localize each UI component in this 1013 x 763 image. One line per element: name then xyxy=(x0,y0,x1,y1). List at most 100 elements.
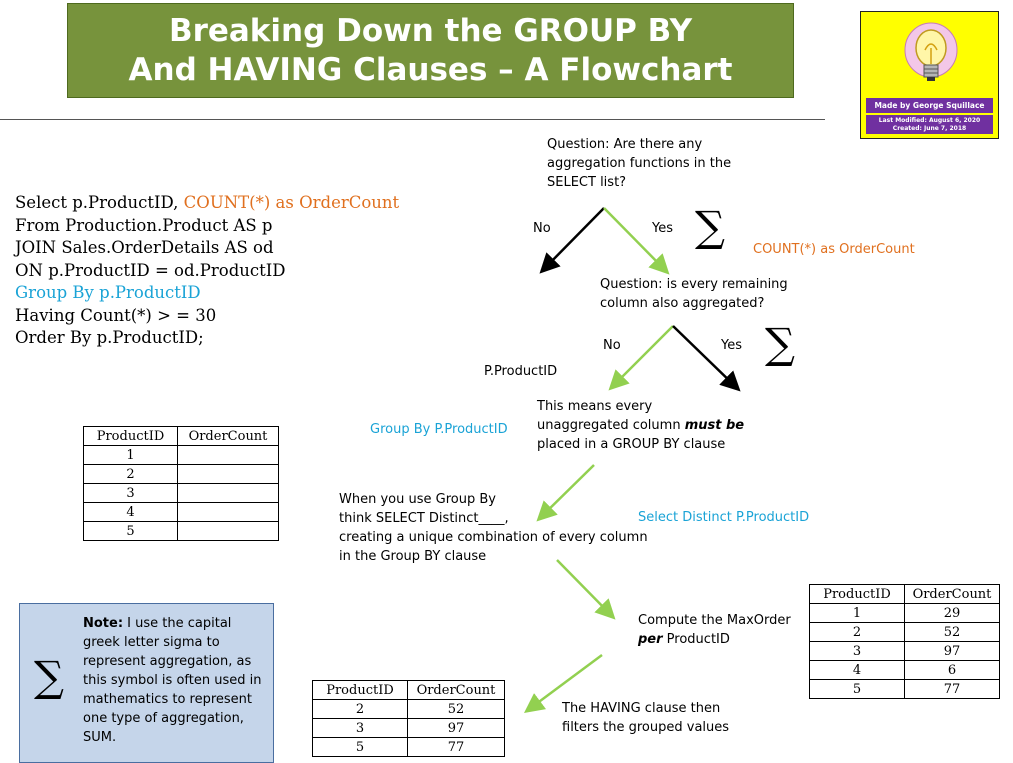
table-cell: 29 xyxy=(904,603,1000,623)
table-cell: 3 xyxy=(312,718,408,738)
sql-select: Select p.ProductID, xyxy=(15,193,184,212)
compute-line-1: Compute the MaxOrder xyxy=(638,613,791,628)
having-line-1: The HAVING clause then xyxy=(562,701,721,716)
note-line-6: one type of aggregation, xyxy=(83,711,244,726)
when-line-4: in the Group BY clause xyxy=(339,549,487,564)
table-cell: 97 xyxy=(904,641,1000,661)
note-box: ∑ Note: I use the capital greek letter s… xyxy=(19,603,274,763)
productid-label: P.ProductID xyxy=(484,364,558,379)
having-block: The HAVING clause then filters the group… xyxy=(562,699,729,737)
badge-last-modified: Last Modified: August 6, 2020 xyxy=(878,117,981,124)
title-line-2: And HAVING Clauses – A Flowchart xyxy=(128,52,733,88)
table-row: 1 xyxy=(83,445,279,465)
q1-no-label: No xyxy=(533,221,551,236)
when-line-3: creating a unique combination of every c… xyxy=(339,530,648,545)
table-cell: 77 xyxy=(904,679,1000,699)
sql-line-2: From Production.Product AS p xyxy=(15,216,273,235)
table-header-row: ProductID OrderCount xyxy=(809,584,1000,604)
compute-block: Compute the MaxOrder per ProductID xyxy=(638,611,791,649)
note-line-5: mathematics to represent xyxy=(83,692,253,707)
question-1-line-2: aggregation functions in the xyxy=(547,156,732,171)
title-line-1: Breaking Down the GROUP BY xyxy=(168,13,693,49)
table-cell: 1 xyxy=(83,445,178,465)
table-cell: 2 xyxy=(83,464,178,484)
compute-line-2: per ProductID xyxy=(638,630,791,649)
means-line-1: This means every xyxy=(537,399,653,414)
question-1: Question: Are there any aggregation func… xyxy=(547,135,731,192)
table-header-row: ProductID OrderCount xyxy=(83,426,279,446)
question-2-line-1: Question: is every remaining xyxy=(600,277,788,292)
sigma-icon-1: ∑ xyxy=(695,202,725,251)
table-cell: 52 xyxy=(407,699,505,719)
having-line-2: filters the grouped values xyxy=(562,720,730,735)
question-2-line-2: column also aggregated? xyxy=(600,296,765,311)
table-cell: 97 xyxy=(407,718,505,738)
table-header-productid: ProductID xyxy=(312,680,408,700)
compute-line-2-b: ProductID xyxy=(662,632,730,647)
arrow-q1-yes xyxy=(603,207,670,275)
table-header-ordercount: OrderCount xyxy=(904,584,1000,604)
means-line-2-a: unaggregated column xyxy=(537,418,685,433)
when-line-1: When you use Group By xyxy=(339,492,496,507)
q2-yes-label: Yes xyxy=(721,338,742,353)
count-label: COUNT(*) as OrderCount xyxy=(753,242,915,257)
note-text: Note: I use the capital greek letter sig… xyxy=(83,614,261,747)
sigma-icon-note: ∑ xyxy=(34,652,64,701)
table-header-productid: ProductID xyxy=(83,426,178,446)
table-cell: 3 xyxy=(809,641,905,661)
note-line-2: greek letter sigma to xyxy=(83,635,220,650)
sql-count: COUNT(*) as OrderCount xyxy=(183,193,400,212)
author-badge: Made by George Squillace Last Modified: … xyxy=(860,11,999,139)
table-row: 3 xyxy=(83,483,279,503)
sql-line-6: Having Count(*) > = 30 xyxy=(15,306,217,325)
table-header-ordercount: OrderCount xyxy=(177,426,279,446)
badge-author: Made by George Squillace xyxy=(866,98,993,113)
table-cell xyxy=(177,502,279,522)
table-cell: 2 xyxy=(809,622,905,642)
sigma-icon-2: ∑ xyxy=(765,319,795,368)
means-line-3: placed in a GROUP BY clause xyxy=(537,437,726,452)
question-1-line-3: SELECT list? xyxy=(547,175,627,190)
table-cell: 4 xyxy=(83,502,178,522)
table-row: 5 xyxy=(83,521,279,541)
arrow-q2-yes xyxy=(672,325,741,392)
table-empty: ProductID OrderCount 1 2 3 4 5 xyxy=(83,426,279,541)
sql-line-4: ON p.ProductID = od.ProductID xyxy=(15,261,286,280)
question-2: Question: is every remaining column also… xyxy=(600,275,788,313)
header-divider xyxy=(0,119,825,120)
distinct-label: Select Distinct P.ProductID xyxy=(638,510,810,525)
note-line-3: represent aggregation, as xyxy=(83,654,252,669)
table-header-row: ProductID OrderCount xyxy=(312,680,505,700)
table-row: 4 xyxy=(83,502,279,522)
table-cell: 4 xyxy=(809,660,905,680)
badge-dates: Last Modified: August 6, 2020 Created: J… xyxy=(866,115,993,134)
table-cell: 6 xyxy=(904,660,1000,680)
means-emphasis: must be xyxy=(684,418,745,433)
table-cell xyxy=(177,483,279,503)
table-cell xyxy=(177,464,279,484)
sql-line-5: Group By p.ProductID xyxy=(15,283,201,302)
lightbulb-icon xyxy=(904,22,958,81)
note-line-1-rest: I use the capital xyxy=(123,616,232,631)
table-header-ordercount: OrderCount xyxy=(407,680,505,700)
table-cell: 77 xyxy=(407,737,505,757)
groupby-label: Group By P.ProductID xyxy=(370,422,508,437)
question-1-line-1: Question: Are there any xyxy=(547,137,703,152)
q1-yes-label: Yes xyxy=(652,221,673,236)
table-cell: 2 xyxy=(312,699,408,719)
note-label: Note: xyxy=(83,616,124,631)
means-line-2: unaggregated column must be xyxy=(537,416,744,435)
title-banner: Breaking Down the GROUP BY And HAVING Cl… xyxy=(67,3,794,98)
table-cell xyxy=(177,521,279,541)
q2-no-label: No xyxy=(603,338,621,353)
table-cell: 3 xyxy=(83,483,178,503)
when-line-2: think SELECT Distinct____, xyxy=(339,511,509,526)
